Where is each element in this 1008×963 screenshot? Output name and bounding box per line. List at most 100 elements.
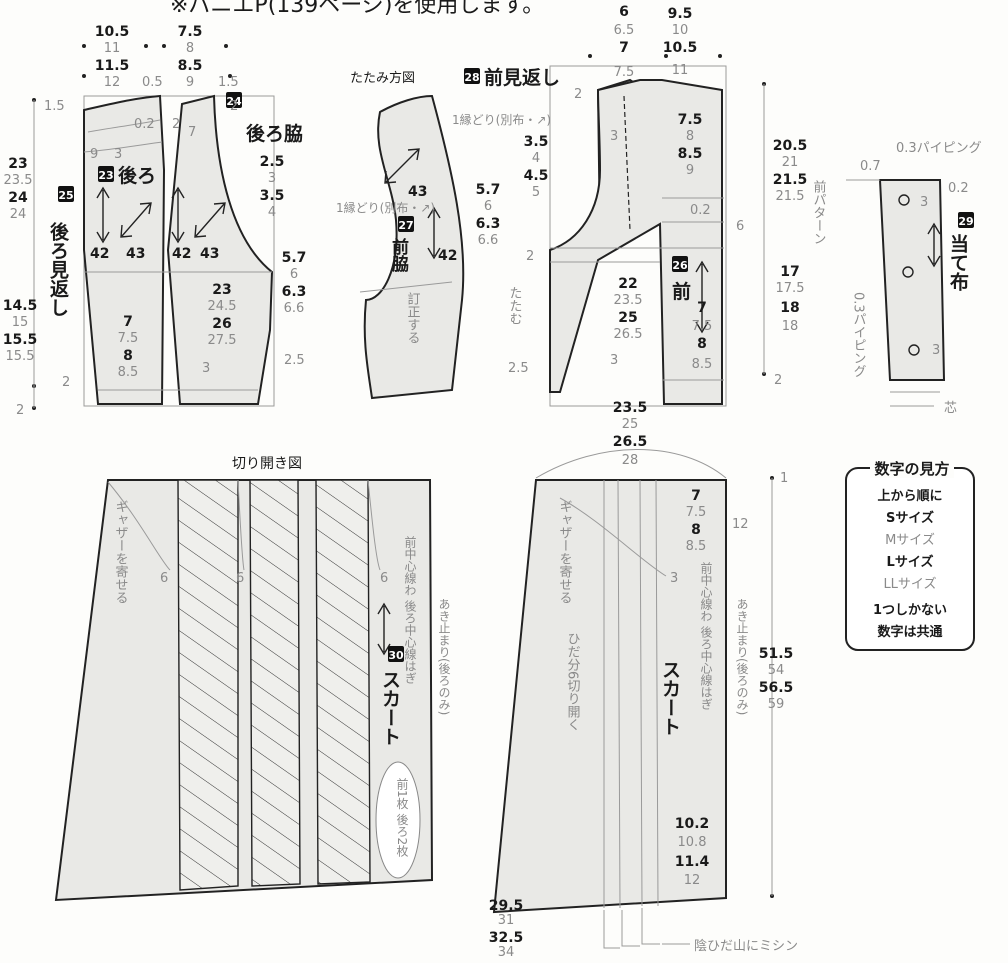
svg-text:8.5: 8.5 bbox=[692, 357, 713, 372]
svg-text:24: 24 bbox=[8, 190, 28, 206]
label-fold-diagram: たたみ方図 bbox=[350, 70, 415, 86]
svg-text:LLサイズ: LLサイズ bbox=[883, 576, 936, 592]
svg-text:7.5: 7.5 bbox=[118, 331, 139, 346]
svg-text:前1枚 後ろ2枚: 前1枚 後ろ2枚 bbox=[395, 777, 409, 858]
size-stack-b-waist-2: 23 24.5 26 27.5 bbox=[208, 282, 237, 348]
svg-text:25: 25 bbox=[622, 417, 639, 432]
size-stack-b-waist-1: 7 7.5 8 8.5 bbox=[118, 314, 139, 380]
label-cut-open: 切り開き図 bbox=[232, 456, 302, 472]
svg-text:6.6: 6.6 bbox=[478, 233, 499, 248]
svg-text:2.5: 2.5 bbox=[260, 154, 285, 170]
size-stack-s2-in: 7 7.5 8 8.5 bbox=[686, 488, 707, 554]
page-title: ※パニエP(139ページ)を使用します。 bbox=[170, 0, 544, 18]
svg-text:7: 7 bbox=[123, 314, 133, 330]
dim-f-02: 0.2 bbox=[690, 203, 711, 218]
svg-text:14.5: 14.5 bbox=[3, 298, 38, 314]
svg-text:7.5: 7.5 bbox=[678, 112, 703, 128]
svg-text:21.5: 21.5 bbox=[773, 172, 808, 188]
svg-text:9.5: 9.5 bbox=[668, 6, 693, 22]
svg-text:51.5: 51.5 bbox=[759, 646, 794, 662]
grain-42-side: 42 bbox=[172, 246, 191, 262]
size-stack-f-top-1: 6 6.5 7 7.5 bbox=[614, 4, 635, 80]
svg-text:20.5: 20.5 bbox=[773, 138, 808, 154]
svg-text:8: 8 bbox=[123, 348, 133, 364]
size-stack-s2-top: 23.5 25 26.5 28 bbox=[613, 400, 648, 468]
svg-text:18: 18 bbox=[780, 300, 799, 316]
svg-text:8.5: 8.5 bbox=[678, 146, 703, 162]
svg-text:21: 21 bbox=[782, 155, 799, 170]
legend-box: 数字の見方 上から順に Sサイズ Mサイズ Lサイズ LLサイズ 1つしかない … bbox=[845, 458, 975, 651]
label-correct: 訂正する bbox=[405, 291, 421, 344]
size-stack-s2-len: 51.5 54 56.5 59 bbox=[759, 646, 794, 712]
grain-43-side: 43 bbox=[200, 246, 219, 262]
svg-text:15.5: 15.5 bbox=[6, 349, 35, 364]
svg-text:27: 27 bbox=[398, 219, 413, 232]
label-pleat-cut: ひだ分6切り開く bbox=[565, 632, 581, 732]
label-gather-1: ギャザーを寄せる bbox=[113, 500, 129, 604]
svg-text:30: 30 bbox=[388, 649, 404, 662]
piece-label-back: 後ろ bbox=[118, 164, 156, 187]
svg-text:6.3: 6.3 bbox=[476, 216, 501, 232]
svg-text:31: 31 bbox=[498, 913, 515, 928]
dim-s2-12: 12 bbox=[732, 517, 749, 532]
svg-text:27.5: 27.5 bbox=[208, 333, 237, 348]
svg-text:4.5: 4.5 bbox=[524, 168, 549, 184]
dim-b-left-15: 1.5 bbox=[44, 99, 65, 114]
svg-text:7: 7 bbox=[691, 488, 701, 504]
dim-b-bot-2b: 2 bbox=[16, 403, 24, 418]
svg-text:26.5: 26.5 bbox=[614, 327, 643, 342]
svg-text:7.5: 7.5 bbox=[686, 505, 707, 520]
dim-b-2: 2 bbox=[172, 117, 180, 132]
grain-arrow-front bbox=[695, 260, 709, 334]
grain-arrow-front-side-1 bbox=[384, 148, 420, 184]
svg-text:10.5: 10.5 bbox=[663, 40, 698, 56]
svg-text:10.8: 10.8 bbox=[678, 835, 707, 850]
size-stack-b-arm-1: 2.5 3 3.5 4 bbox=[260, 154, 285, 220]
dim-b-93: 9 3 bbox=[90, 147, 122, 162]
svg-text:6: 6 bbox=[619, 4, 629, 20]
dim-f-3: 3 bbox=[610, 129, 618, 144]
svg-text:11.5: 11.5 bbox=[95, 58, 130, 74]
badge-front-side: 27 bbox=[398, 216, 414, 232]
svg-text:10: 10 bbox=[672, 23, 689, 38]
piece-label-patch: 当て布 bbox=[947, 233, 969, 291]
dim-s1-6c: 6 bbox=[380, 571, 388, 586]
svg-text:12: 12 bbox=[684, 873, 701, 888]
svg-text:15: 15 bbox=[12, 315, 29, 330]
front-side-group bbox=[359, 94, 465, 400]
piece-label-back-side: 後ろ脇 bbox=[246, 122, 303, 145]
svg-text:23: 23 bbox=[98, 169, 113, 182]
svg-text:11.4: 11.4 bbox=[675, 854, 710, 870]
svg-text:9: 9 bbox=[90, 147, 98, 162]
svg-text:21.5: 21.5 bbox=[776, 189, 805, 204]
grain-arrow-front-side-2 bbox=[427, 206, 441, 260]
dim-p-3b: 3 bbox=[932, 343, 940, 358]
dim-f-bot-2: 2 bbox=[774, 373, 782, 388]
svg-text:12: 12 bbox=[104, 75, 121, 90]
svg-text:10.2: 10.2 bbox=[675, 816, 710, 832]
label-gather-2: ギャザーを寄せる bbox=[557, 500, 573, 604]
svg-text:23.5: 23.5 bbox=[614, 293, 643, 308]
label-opening-2: あき止まり(後ろのみ) bbox=[735, 598, 749, 716]
front-side-piece bbox=[363, 94, 465, 400]
dim-b-bot-2: 2 bbox=[62, 375, 70, 390]
svg-text:5: 5 bbox=[532, 185, 540, 200]
grain-43-front-side: 43 bbox=[408, 184, 427, 200]
grain-43-back: 43 bbox=[126, 246, 145, 262]
dim-s1-6a: 6 bbox=[160, 571, 168, 586]
grain-arrow-back-2 bbox=[120, 202, 152, 238]
dim-s1-6b: 6 bbox=[236, 571, 244, 586]
label-stitch: 陰ひだ山にミシン bbox=[694, 939, 798, 954]
label-piping-top: 0.3パイピング bbox=[896, 141, 982, 156]
front-bodice-group bbox=[549, 54, 766, 407]
svg-text:8.5: 8.5 bbox=[686, 539, 707, 554]
svg-text:1つしかない: 1つしかない bbox=[873, 603, 947, 618]
svg-text:28: 28 bbox=[622, 453, 639, 468]
label-opening-1: あき止まり(後ろのみ) bbox=[437, 598, 451, 716]
svg-text:8.5: 8.5 bbox=[178, 58, 203, 74]
svg-text:5.7: 5.7 bbox=[282, 250, 307, 266]
size-stack-f-side-2: 17 17.5 18 18 bbox=[776, 264, 805, 334]
svg-text:6: 6 bbox=[290, 267, 298, 282]
patch-piece bbox=[878, 179, 946, 381]
